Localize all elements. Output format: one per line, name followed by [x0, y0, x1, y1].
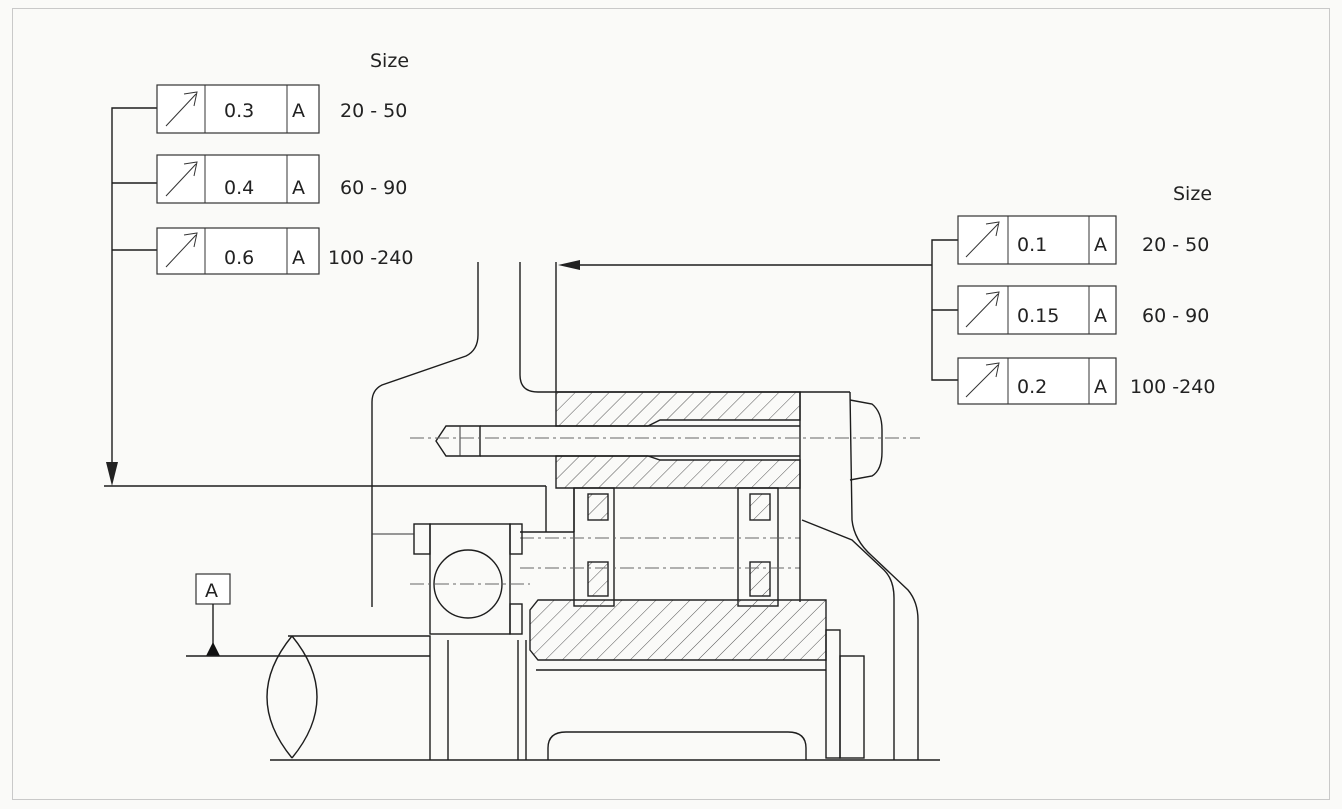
assembly-section [104, 262, 940, 761]
circular-runout-icon [165, 161, 198, 197]
fcf-size-range: 100 -240 [1130, 376, 1215, 398]
circular-runout-icon [165, 91, 198, 127]
datum-label: A [205, 580, 218, 602]
fcf-row: 0.6 A 100 -240 [156, 227, 413, 275]
fcf-tolerance: 0.2 [1017, 376, 1047, 398]
fcf-row: 0.2 A 100 -240 [957, 357, 1215, 405]
right-callout: Size 0.1 A 20 - 50 [558, 183, 1215, 405]
fcf-tolerance: 0.4 [224, 177, 254, 199]
fcf-size-range: 60 - 90 [340, 177, 407, 199]
hatched-flange [555, 455, 801, 489]
fcf-datum: A [1094, 305, 1107, 327]
left-leader-line [111, 107, 157, 478]
fcf-row: 0.3 A 20 - 50 [156, 84, 407, 134]
fcf-row: 0.4 A 60 - 90 [156, 154, 407, 204]
hatched-gear [529, 599, 827, 661]
fcf-datum: A [292, 247, 305, 269]
drawing-border [12, 8, 1330, 800]
shaft-break [266, 635, 293, 759]
fcf-row: 0.1 A 20 - 50 [957, 215, 1209, 265]
housing-outline [519, 262, 850, 393]
shaft [288, 635, 431, 760]
fcf-datum: A [292, 100, 305, 122]
right-size-header: Size [1173, 183, 1212, 205]
bolt [435, 425, 481, 457]
right-leader-arrow [558, 260, 580, 270]
circular-runout-icon [965, 362, 1000, 398]
left-callout: Size 0.3 A 20 - 50 [106, 50, 413, 486]
housing-outline [849, 391, 919, 760]
circular-runout-icon [965, 221, 1000, 258]
ball-bearing [433, 549, 503, 619]
fcf-datum: A [1094, 234, 1107, 256]
left-size-header: Size [370, 50, 409, 72]
fcf-tolerance: 0.15 [1017, 305, 1059, 327]
fcf-size-range: 20 - 50 [340, 100, 407, 122]
fcf-row: 0.15 A 60 - 90 [957, 285, 1209, 335]
circular-runout-icon [965, 291, 1000, 328]
fcf-datum: A [292, 177, 305, 199]
fcf-size-range: 60 - 90 [1142, 305, 1209, 327]
fcf-datum: A [1094, 376, 1107, 398]
hatched-flange [555, 391, 801, 427]
fcf-tolerance: 0.6 [224, 247, 254, 269]
housing-outline [371, 262, 479, 607]
fcf-tolerance: 0.1 [1017, 234, 1047, 256]
circular-runout-icon [165, 232, 198, 268]
datum-feature-symbol: A [186, 573, 430, 657]
fcf-tolerance: 0.3 [224, 100, 254, 122]
fcf-size-range: 20 - 50 [1142, 234, 1209, 256]
fcf-size-range: 100 -240 [328, 247, 413, 269]
left-leader-arrow [106, 462, 118, 486]
